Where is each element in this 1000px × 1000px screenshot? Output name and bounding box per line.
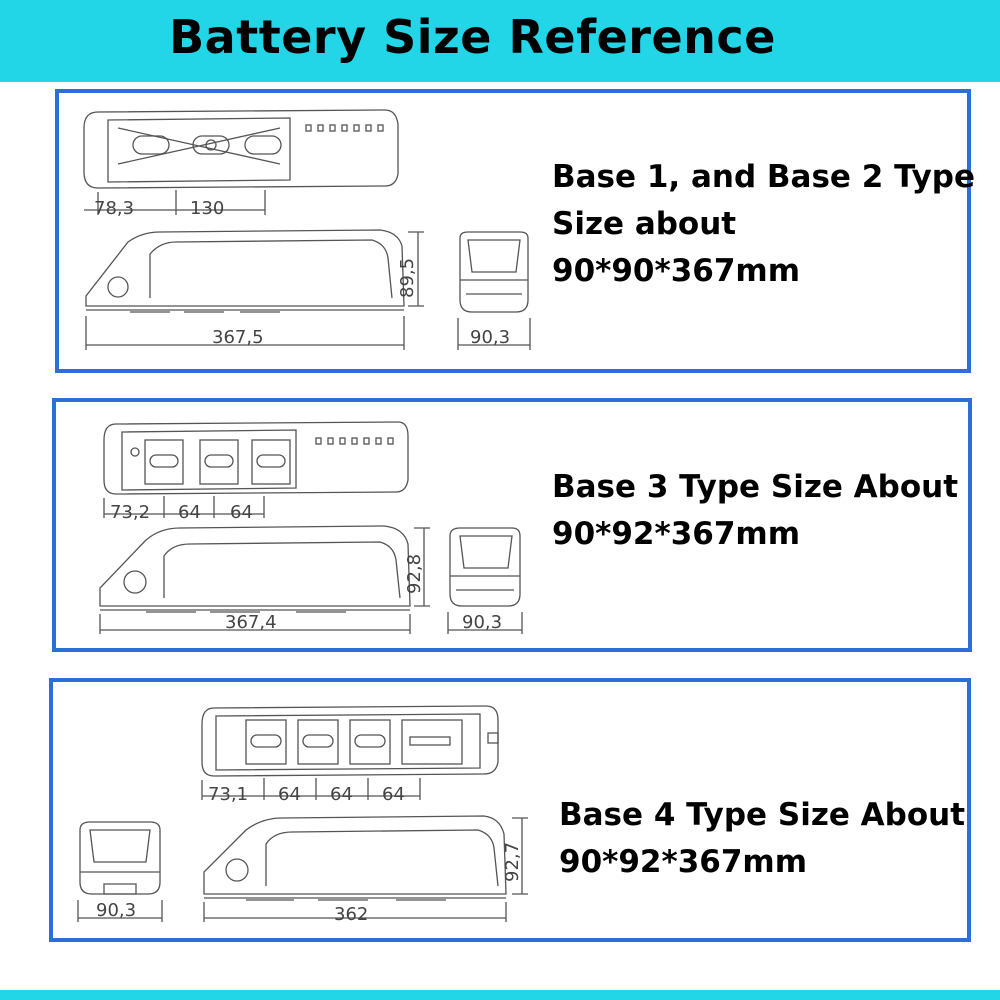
side-view-base-1-2: [85, 229, 424, 350]
description-base-4: Base 4 Type Size About 90*92*367mm: [559, 792, 965, 886]
description-line: Size about: [552, 206, 737, 242]
description-base-1-2: Base 1, and Base 2 Type Size about 90*90…: [552, 154, 975, 295]
description-line: 90*90*367mm: [552, 253, 801, 289]
dim-height: 92,7: [502, 842, 523, 882]
dim-length: 367,4: [225, 612, 277, 633]
end-view-base-3: [447, 527, 523, 634]
end-view-base-1-2: [457, 231, 531, 350]
footer-bar: [0, 990, 1000, 1000]
description-base-3: Base 3 Type Size About 90*92*367mm: [552, 464, 958, 558]
led-indicators: [315, 437, 394, 445]
description-line: Base 1, and Base 2 Type: [552, 159, 975, 195]
description-line: Base 4 Type Size About: [559, 797, 966, 833]
title-banner: Battery Size Reference: [0, 0, 1000, 82]
dim-spacing-2: 64: [230, 502, 253, 523]
top-view-base-4: [201, 705, 499, 800]
led-indicators: [305, 124, 384, 132]
top-view-base-3: [103, 421, 409, 518]
dim-spacing-1: 64: [178, 502, 201, 523]
dim-height: 92,8: [404, 554, 425, 594]
dim-width: 90,3: [462, 612, 502, 633]
dim-width: 90,3: [96, 900, 136, 921]
dim-spacing: 130: [190, 198, 224, 219]
dim-length: 367,5: [212, 327, 264, 348]
dim-width: 90,3: [470, 327, 510, 348]
end-view-base-4: [77, 821, 163, 922]
dim-length: 362: [334, 904, 368, 925]
dim-spacing-3: 64: [382, 784, 405, 805]
dim-offset: 73,1: [208, 784, 248, 805]
dim-spacing-2: 64: [330, 784, 353, 805]
dim-height: 89,5: [397, 258, 418, 298]
description-line: 90*92*367mm: [552, 516, 801, 552]
description-line: Base 3 Type Size About: [552, 469, 959, 505]
side-view-base-3: [99, 525, 430, 634]
dim-offset: 78,3: [94, 198, 134, 219]
page-title: Battery Size Reference: [169, 10, 776, 64]
dim-offset: 73,2: [110, 502, 150, 523]
description-line: 90*92*367mm: [559, 844, 808, 880]
side-view-base-4: [203, 815, 528, 922]
dim-spacing-1: 64: [278, 784, 301, 805]
top-view-base-1-2: [83, 109, 399, 215]
